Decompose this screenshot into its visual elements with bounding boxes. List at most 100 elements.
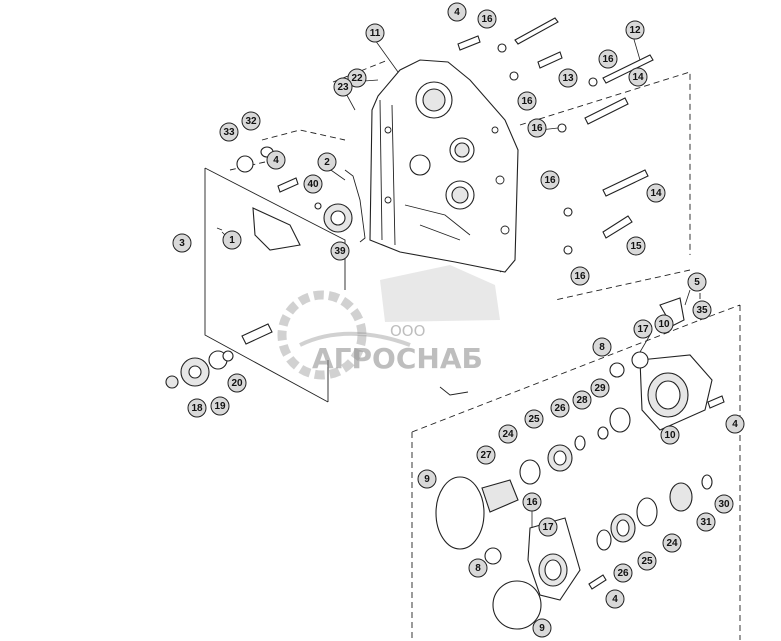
callout-number: 2	[324, 157, 330, 168]
callout-4: 4	[605, 589, 625, 609]
main-housing	[369, 59, 519, 273]
callout-number: 9	[539, 623, 545, 634]
callout-22: 22	[347, 68, 367, 88]
callout-bubble	[725, 414, 745, 434]
callout-bubble	[633, 319, 653, 339]
callout-bubble	[517, 91, 537, 111]
callout-number: 10	[658, 319, 670, 330]
callout-24: 24	[498, 424, 518, 444]
callout-18: 18	[187, 398, 207, 418]
callout-bubble	[625, 20, 645, 40]
callout-bubble	[714, 494, 734, 514]
callout-number: 4	[454, 7, 460, 18]
callout-bubble	[227, 373, 247, 393]
callout-27: 27	[476, 445, 496, 465]
watermark: ООО АГРОСНАБ	[277, 265, 500, 380]
callout-number: 11	[370, 28, 381, 39]
callout-number: 4	[732, 419, 738, 430]
left-parts	[165, 146, 469, 396]
lower-frame	[411, 270, 741, 640]
callout-number: 22	[351, 73, 363, 84]
callout-number: 24	[502, 429, 514, 440]
callout-bubble	[172, 233, 192, 253]
callout-bubble	[468, 558, 488, 578]
callout-25: 25	[524, 409, 544, 429]
callout-28: 28	[572, 390, 592, 410]
callout-10: 10	[654, 314, 674, 334]
callout-9: 9	[417, 469, 437, 489]
callout-5: 5	[687, 272, 707, 292]
cover-plate-outline	[204, 167, 346, 403]
callout-bubble	[696, 512, 716, 532]
callout-bubble	[241, 111, 261, 131]
callout-4: 4	[266, 150, 286, 170]
callout-29: 29	[590, 378, 610, 398]
callout-17: 17	[633, 319, 653, 339]
callout-number: 16	[521, 96, 533, 107]
callout-bubble	[558, 68, 578, 88]
callout-bubble	[637, 551, 657, 571]
callout-number: 19	[214, 401, 226, 412]
callout-bubble	[333, 77, 353, 97]
callout-bubble	[527, 118, 547, 138]
callout-bubble	[522, 492, 542, 512]
callout-11: 11	[365, 23, 385, 43]
callout-bubble	[210, 396, 230, 416]
callout-16: 16	[517, 91, 537, 111]
callout-bubble	[598, 49, 618, 69]
callout-number: 40	[307, 179, 319, 190]
callout-number: 16	[544, 175, 556, 186]
callout-number: 5	[694, 277, 700, 288]
watermark-line1: ООО	[390, 322, 425, 340]
watermark-line2: АГРОСНАБ	[312, 342, 483, 375]
callout-number: 16	[574, 271, 586, 282]
callout-bubble	[219, 122, 239, 142]
callout-16: 16	[598, 49, 618, 69]
callout-bubble	[330, 241, 350, 261]
callout-number: 14	[650, 188, 662, 199]
callout-17: 17	[538, 517, 558, 537]
callout-bubble	[550, 398, 570, 418]
callout-35: 35	[692, 300, 712, 320]
callout-bubble	[662, 533, 682, 553]
callout-number: 39	[334, 246, 346, 257]
bolts-upper	[277, 17, 725, 590]
callout-12: 12	[625, 20, 645, 40]
callout-number: 32	[245, 116, 257, 127]
callout-16: 16	[522, 492, 542, 512]
callout-number: 18	[191, 403, 203, 414]
callout-30: 30	[714, 494, 734, 514]
callout-number: 26	[554, 403, 566, 414]
callout-bubble	[540, 170, 560, 190]
callout-bubble	[365, 23, 385, 43]
callout-number: 8	[475, 563, 481, 574]
callout-number: 1	[229, 235, 235, 246]
callout-number: 13	[562, 73, 574, 84]
callout-15: 15	[626, 236, 646, 256]
callout-number: 20	[231, 378, 243, 389]
callout-bubble	[613, 563, 633, 583]
callout-32: 32	[241, 111, 261, 131]
callout-8: 8	[468, 558, 488, 578]
callout-number: 16	[526, 497, 538, 508]
callout-number: 12	[629, 25, 641, 36]
callout-bubble	[303, 174, 323, 194]
callout-bubble	[687, 272, 707, 292]
callout-4: 4	[447, 2, 467, 22]
callout-number: 16	[602, 54, 614, 65]
callout-bubble	[590, 378, 610, 398]
callout-13: 13	[558, 68, 578, 88]
callout-26: 26	[550, 398, 570, 418]
callout-bubble	[222, 230, 242, 250]
callout-number: 17	[637, 324, 649, 335]
callout-number: 30	[718, 499, 730, 510]
callout-number: 4	[273, 155, 279, 166]
callout-bubble	[628, 67, 648, 87]
callout-bubble	[477, 9, 497, 29]
callout-number: 3	[179, 238, 185, 249]
callout-bubble	[532, 618, 552, 638]
callout-bubble	[654, 314, 674, 334]
callout-number: 25	[528, 414, 540, 425]
callout-8: 8	[592, 337, 612, 357]
